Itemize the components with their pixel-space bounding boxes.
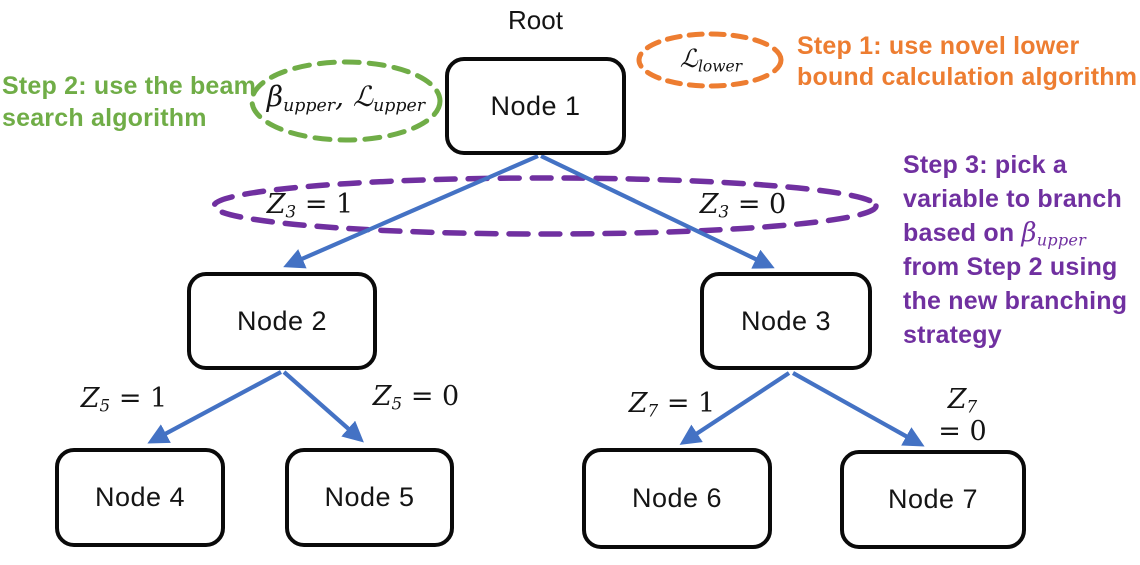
- edge-var: Z: [947, 384, 967, 415]
- edge-eq: = 0: [737, 189, 787, 220]
- arrow-node2-node4: [147, 370, 282, 444]
- edge-sub: 7: [647, 400, 659, 421]
- edge-var: Z: [699, 189, 719, 220]
- edge-sub: 3: [718, 201, 730, 222]
- edge-var-line: Z7: [920, 384, 1005, 416]
- script-l-subscript: lower: [697, 57, 743, 76]
- step3-line: from Step 2 using: [903, 253, 1118, 281]
- tree-node-3: Node 3: [700, 272, 872, 370]
- lower-bound-ellipse: [636, 31, 784, 89]
- node-5-label: Node 5: [324, 482, 415, 512]
- arrow-node3-node6: [679, 371, 791, 445]
- step2-annotation: Step 2: use the beam search algorithm: [2, 70, 262, 134]
- edge-label-z7-0: Z7 = 0: [920, 384, 1005, 448]
- step3-line: strategy: [903, 321, 1002, 349]
- edge-sub: 7: [966, 396, 978, 417]
- step3-line-math: based on βupper: [903, 216, 1140, 250]
- edge-var: Z: [266, 189, 286, 220]
- separator: ,: [335, 80, 353, 113]
- step1-annotation: Step 1: use novel lower bound calculatio…: [797, 31, 1140, 93]
- beta-subscript: upper: [1036, 230, 1086, 250]
- branching-ellipse: [211, 175, 879, 237]
- node-4-label: Node 4: [94, 482, 186, 512]
- script-l-symbol: ℒ: [679, 44, 698, 73]
- edge-eq: = 0: [938, 416, 987, 447]
- beta-subscript: upper: [283, 95, 336, 116]
- tree-node-1: Node 1: [445, 57, 626, 155]
- beta-symbol: β: [1021, 218, 1037, 248]
- edge-var: Z: [372, 381, 392, 412]
- edge-label-z5-0: Z5 = 0: [356, 381, 476, 412]
- edge-label-z5-1: Z5 = 1: [64, 383, 184, 414]
- step3-line: the new branching: [903, 287, 1128, 315]
- beta-symbol: β: [266, 80, 284, 113]
- arrow-node3-node7: [791, 371, 925, 447]
- root-caption: Root: [508, 5, 563, 35]
- edge-label-z3-1: Z3 = 1: [250, 189, 370, 220]
- tree-node-7: Node 7: [840, 450, 1026, 549]
- tree-node-5: Node 5: [285, 448, 454, 547]
- edge-label-z7-1: Z7 = 1: [612, 388, 732, 419]
- beam-search-ellipse: [249, 59, 443, 143]
- tree-node-2: Node 2: [187, 272, 377, 370]
- edge-var: Z: [628, 388, 648, 419]
- edge-var: Z: [80, 383, 100, 414]
- arrow-node1-node2: [283, 154, 539, 269]
- step3-line-prefix: based on: [903, 219, 1022, 247]
- node-1-label: Node 1: [490, 90, 581, 121]
- edge-sub: 5: [391, 393, 403, 414]
- edge-eq: = 0: [410, 381, 460, 412]
- tree-node-4: Node 4: [55, 448, 225, 547]
- edge-eq: = 1: [118, 383, 168, 414]
- node-6-label: Node 6: [631, 483, 723, 513]
- node-2-label: Node 2: [236, 305, 328, 336]
- edge-sub: 5: [99, 395, 111, 416]
- arrow-node1-node3: [540, 154, 775, 269]
- step3-line: variable to branch: [903, 185, 1122, 213]
- arrow-node2-node5: [282, 370, 364, 443]
- edge-sub: 3: [285, 201, 297, 222]
- edge-eq: = 1: [304, 189, 354, 220]
- step2-line: Step 2: use the beam: [2, 72, 257, 100]
- step1-line: bound calculation algorithm: [797, 63, 1138, 91]
- lower-bound-callout-label: ℒlower: [650, 44, 772, 76]
- node-7-label: Node 7: [887, 484, 979, 514]
- upper-bound-callout-label: βupper, ℒupper: [252, 80, 440, 116]
- step2-line: search algorithm: [2, 104, 207, 132]
- script-l-symbol: ℒ: [352, 80, 374, 113]
- step1-line: Step 1: use novel lower: [797, 32, 1080, 60]
- step3-line: Step 3: pick a: [903, 151, 1067, 179]
- edge-label-z3-0: Z3 = 0: [683, 189, 803, 220]
- node-3-label: Node 3: [740, 305, 832, 336]
- tree-node-6: Node 6: [582, 448, 772, 549]
- beta-upper-inline: βupper: [1022, 218, 1086, 248]
- script-l-subscript: upper: [373, 95, 426, 116]
- edge-eq: = 1: [666, 388, 716, 419]
- step3-annotation: Step 3: pick a variable to branch based …: [903, 148, 1140, 352]
